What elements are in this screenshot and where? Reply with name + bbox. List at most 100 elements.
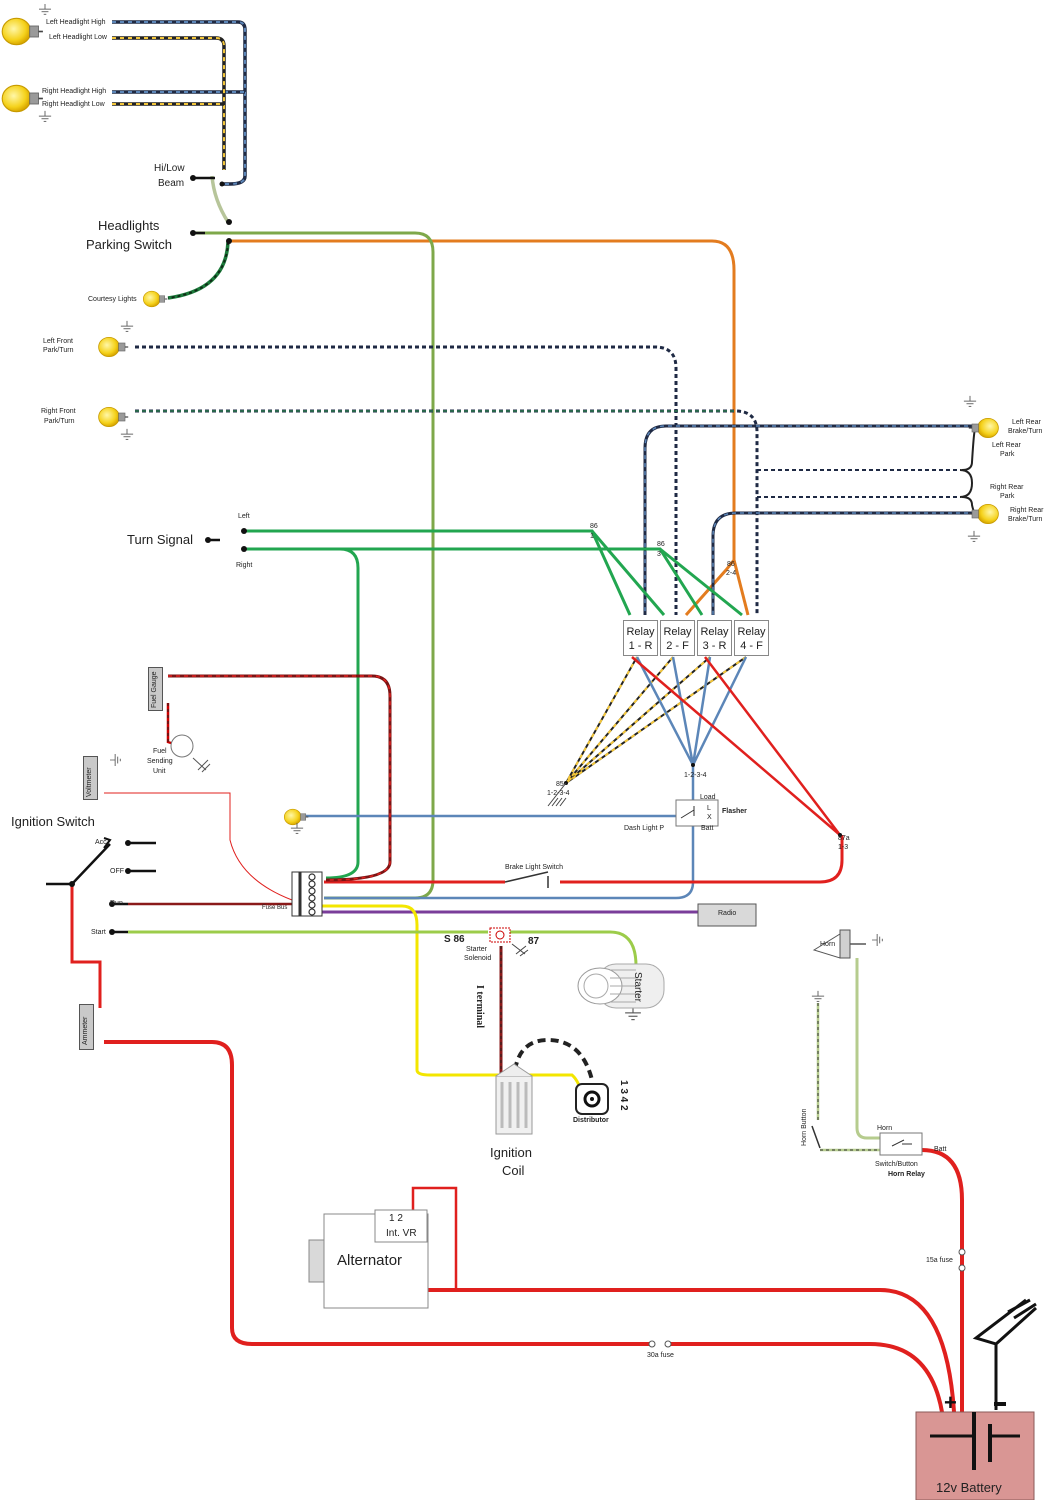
pin86-3b: 3 [657,551,661,558]
relay-87a-wires [631,656,841,836]
right-front-label: Right Front [41,408,76,415]
headlights-label: Headlights [98,218,160,233]
flasher [675,799,719,827]
horn-wire [855,958,880,1140]
left-headlight-low-label: Left Headlight Low [49,34,107,41]
ignition-coil [495,1063,533,1135]
left-rear-park-sub: Park [1000,451,1015,458]
rear-park-wire [757,469,960,498]
pin85-a: 85 [556,781,564,788]
vr-label: Int. VR [386,1228,417,1239]
fuse-15-label: 15a fuse [926,1257,953,1264]
distributor-label: Distributor [573,1117,609,1124]
flasher-l: L [707,805,711,812]
left-front-wire [135,345,678,615]
horn-relay [879,1132,923,1156]
right-front-sub: Park/Turn [44,418,75,425]
left-front-bulb [97,336,129,358]
battery-label: 12v Battery [936,1480,1002,1495]
pin86-1a: 86 [590,523,598,530]
horn-label: Horn [820,941,836,948]
flasher-load: Load [700,794,716,801]
ignition-yellow-wire [320,904,584,1099]
horn-relay-label: Horn Relay [888,1171,925,1178]
right-front-bulb [97,406,129,428]
left-rear-wire [643,424,976,615]
coil-label-1: Ignition [490,1145,532,1160]
ammeter [79,1004,94,1050]
right-rear-label: Right Rear [1010,507,1044,514]
main-battery-wire [104,1040,944,1413]
pin87-label: 87 [528,936,540,947]
starter-solenoid-1: Starter [466,946,488,953]
dash-light-bulb [283,808,309,826]
horn [812,929,866,959]
parking-switch-label: Parking Switch [86,237,172,252]
ammeter-label: Ammeter [82,1016,89,1045]
turn-signal-wires [244,529,743,880]
pin86-2b: 2-4 [726,570,737,577]
i-terminal-label: I terminal [474,985,485,1029]
right-headlight-bulb [1,84,44,113]
relay-2-pos: 2 - F [666,640,689,652]
distributor [575,1083,609,1115]
brake-switch-label: Brake Light Switch [505,864,563,871]
flasher-label: Flasher [722,808,747,815]
right-rear-park-label: Right Rear [990,484,1024,491]
left-front-label: Left Front [43,338,73,345]
starter-solenoid [489,927,529,957]
right-rear-sub: Brake/Turn [1008,516,1043,523]
fuse-30-label: 30a fuse [647,1352,674,1359]
horn-relay-batt-wire [921,1148,964,1412]
alternator-wire [428,1288,956,1413]
orange-wire [230,239,736,616]
battery: + [915,1298,1038,1500]
left-rear-sub: Brake/Turn [1008,428,1043,435]
courtesy-bulb [142,290,168,308]
left-front-sub: Park/Turn [43,347,74,354]
relay-3-pos: 3 - R [702,640,727,652]
horn-relay-horn-label: Horn [877,1125,893,1132]
horn-button-wire [816,1003,880,1152]
left-headlight-high-label: Left Headlight High [46,19,106,26]
brake-wire [324,835,844,884]
beam-label: Beam [158,178,185,189]
fuel-gauge-label: Fuel Gauge [151,671,158,708]
right-front-wire [135,409,759,615]
voltmeter-label: Voltmeter [86,767,93,797]
fuse-bus [291,871,323,917]
vr-wire [411,1186,458,1290]
off-label: OFF [110,868,124,875]
terminal-dots [69,175,842,935]
voltmeter-wire [104,792,293,901]
fsu-line3: Unit [153,768,166,775]
relay-85-wires [565,656,747,784]
hilo-feed-wire [210,175,230,223]
left-headlight-bulb [1,17,44,46]
starter-motor [577,963,665,1009]
fuel-gauge [148,667,163,711]
switch-button-label: Switch/Button [875,1161,918,1168]
start-label: Start [91,929,106,936]
start-wire [128,930,638,967]
horn-relay-batt: Batt [934,1146,947,1153]
pin85-b: 1-2-3-4 [547,790,570,797]
relay-4-pos: 4 - F [740,640,763,652]
svg-text:+: + [944,1390,957,1415]
courtesy-label: Courtesy Lights [88,296,137,303]
relay-flasher-wires [298,656,748,900]
left-rear-bulb [968,417,1000,439]
flasher-batt: Batt [701,825,714,832]
radio-label: Radio [718,910,737,917]
horn-button-label: Horn Button [801,1108,808,1146]
fsu-line1: Fuel [153,748,167,755]
pin86-1b: 1 [590,533,594,540]
pin87a-b: 1-3 [838,844,849,851]
turn-right-label: Right [236,562,253,569]
starter-solenoid-2: Solenoid [464,955,492,962]
right-rear-park-sub: Park [1000,493,1015,500]
